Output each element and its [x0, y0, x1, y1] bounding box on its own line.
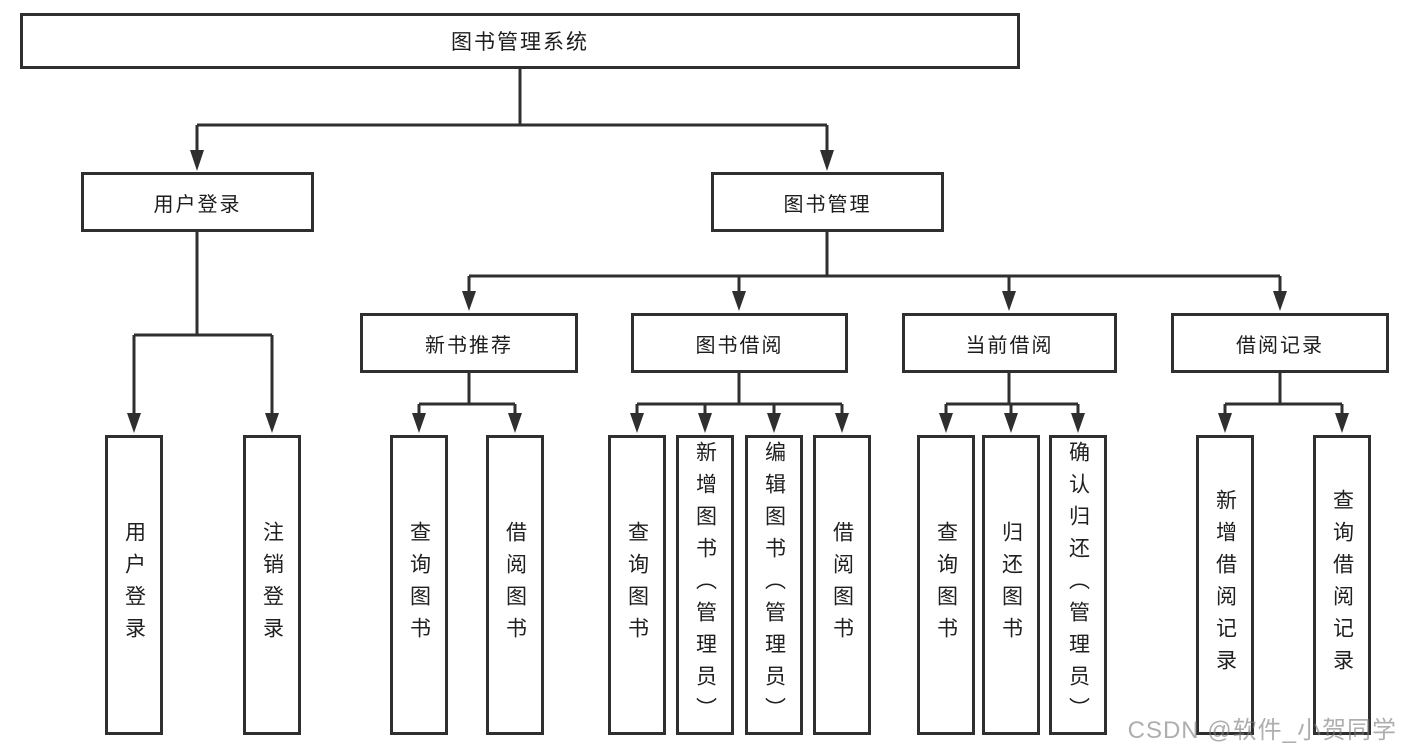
leaf-query-borrow-record: 查询借阅记录 [1313, 435, 1371, 735]
leaf-edit-book-admin: 编辑图书（管理员） [745, 435, 803, 735]
node-book-management: 图书管理 [711, 172, 944, 232]
leaf-label: 编辑图书（管理员） [762, 441, 786, 729]
leaf-add-borrow-record: 新增借阅记录 [1196, 435, 1254, 735]
leaf-add-book-admin: 新增图书（管理员） [676, 435, 734, 735]
node-book-borrow: 图书借阅 [631, 313, 848, 373]
leaf-user-login: 用户登录 [105, 435, 163, 735]
leaf-label: 借阅图书 [503, 521, 527, 649]
node-new-book-recommend: 新书推荐 [360, 313, 578, 373]
leaf-label: 查询图书 [407, 521, 431, 649]
leaf-label: 新增图书（管理员） [693, 441, 717, 729]
node-current-borrow: 当前借阅 [902, 313, 1117, 373]
leaf-label: 查询借阅记录 [1330, 489, 1354, 681]
leaf-query-book-current: 查询图书 [917, 435, 975, 735]
leaf-label: 用户登录 [122, 521, 146, 649]
leaf-borrow-book-recommend: 借阅图书 [486, 435, 544, 735]
node-root: 图书管理系统 [20, 13, 1020, 69]
leaf-label: 新增借阅记录 [1213, 489, 1237, 681]
leaf-label: 借阅图书 [830, 521, 854, 649]
leaf-label: 归还图书 [999, 521, 1023, 649]
leaf-query-book-recommend: 查询图书 [390, 435, 448, 735]
leaf-confirm-return-admin: 确认归还（管理员） [1049, 435, 1107, 735]
leaf-label: 确认归还（管理员） [1066, 441, 1090, 729]
leaf-label: 注销登录 [260, 521, 284, 649]
leaf-label: 查询图书 [625, 521, 649, 649]
node-borrow-records: 借阅记录 [1171, 313, 1389, 373]
node-user-login: 用户登录 [81, 172, 314, 232]
leaf-borrow-book: 借阅图书 [813, 435, 871, 735]
leaf-logout: 注销登录 [243, 435, 301, 735]
leaf-label: 查询图书 [934, 521, 958, 649]
leaf-return-book: 归还图书 [982, 435, 1040, 735]
csdn-watermark: CSDN @软件_小贺同学 [1127, 717, 1397, 744]
leaf-query-book-borrow: 查询图书 [608, 435, 666, 735]
